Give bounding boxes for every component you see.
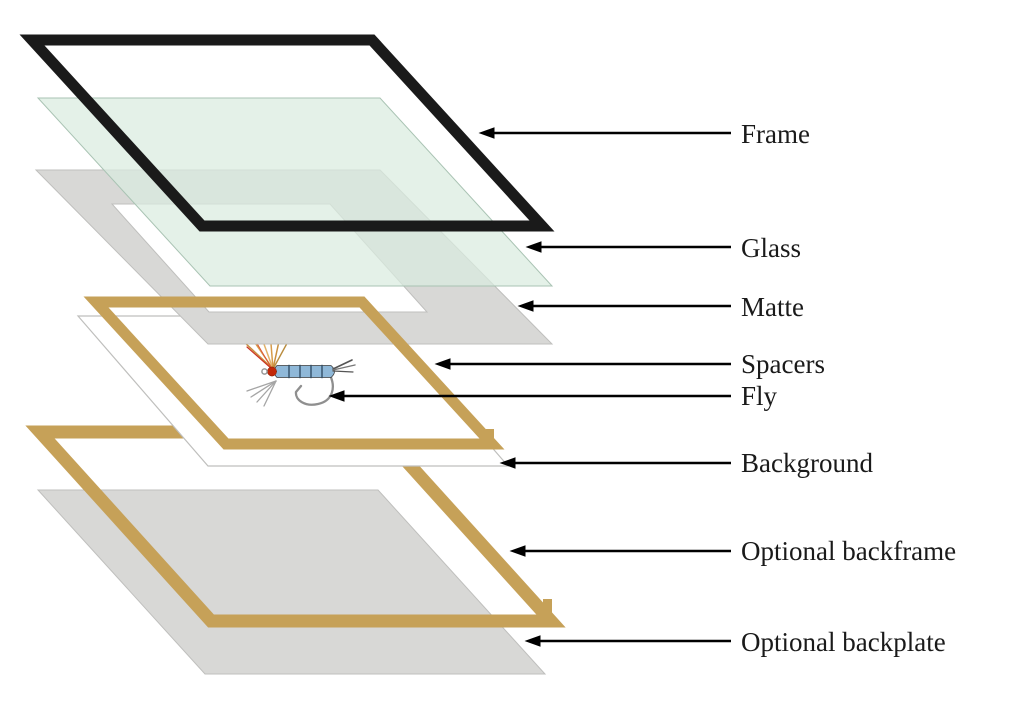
callout-arrows xyxy=(328,127,731,647)
background-arrowhead-icon xyxy=(499,457,516,469)
backplate-layer xyxy=(36,489,547,675)
backplate-arrowhead-icon xyxy=(524,635,541,647)
fly-arrowhead-icon xyxy=(328,390,345,402)
glass-arrow xyxy=(525,241,731,253)
fly-body-ribs xyxy=(288,364,323,379)
glass-layer xyxy=(36,97,554,287)
matte-label: Matte xyxy=(741,292,804,322)
frame-arrow xyxy=(478,127,731,139)
backframe-corner-tab xyxy=(543,599,552,616)
optional-backframe-label: Optional backframe xyxy=(741,536,956,566)
backframe-arrowhead-icon xyxy=(509,545,526,557)
spacers-arrowhead-icon xyxy=(434,358,451,370)
fly-label: Fly xyxy=(741,381,778,411)
matte-arrowhead-icon xyxy=(517,300,534,312)
fly-body xyxy=(273,365,335,378)
spacers-arrow xyxy=(434,358,731,370)
fly-arrow xyxy=(328,390,731,402)
matte-arrow xyxy=(517,300,731,312)
frame-label: Frame xyxy=(741,119,810,149)
fly-tail-fibers xyxy=(332,359,356,373)
backframe-arrow xyxy=(509,545,731,557)
layer-labels: Frame Glass Matte Spacers Fly Background… xyxy=(741,119,956,657)
spacers-label: Spacers xyxy=(741,349,825,379)
spacer-corner-tab xyxy=(486,429,494,443)
glass-arrowhead-icon xyxy=(525,241,542,253)
spacers-layer xyxy=(83,296,505,450)
fly-hook-eye xyxy=(261,368,268,375)
background-arrow xyxy=(499,457,731,469)
frame-layer xyxy=(19,34,555,232)
fly-beard-fibers xyxy=(246,380,277,407)
fly-head xyxy=(267,366,277,377)
frame-arrowhead-icon xyxy=(478,127,495,139)
fly-hook xyxy=(294,371,334,406)
background-label: Background xyxy=(741,448,873,478)
optional-backplate-label: Optional backplate xyxy=(741,627,946,657)
glass-label: Glass xyxy=(741,233,801,263)
backplate-arrow xyxy=(524,635,731,647)
